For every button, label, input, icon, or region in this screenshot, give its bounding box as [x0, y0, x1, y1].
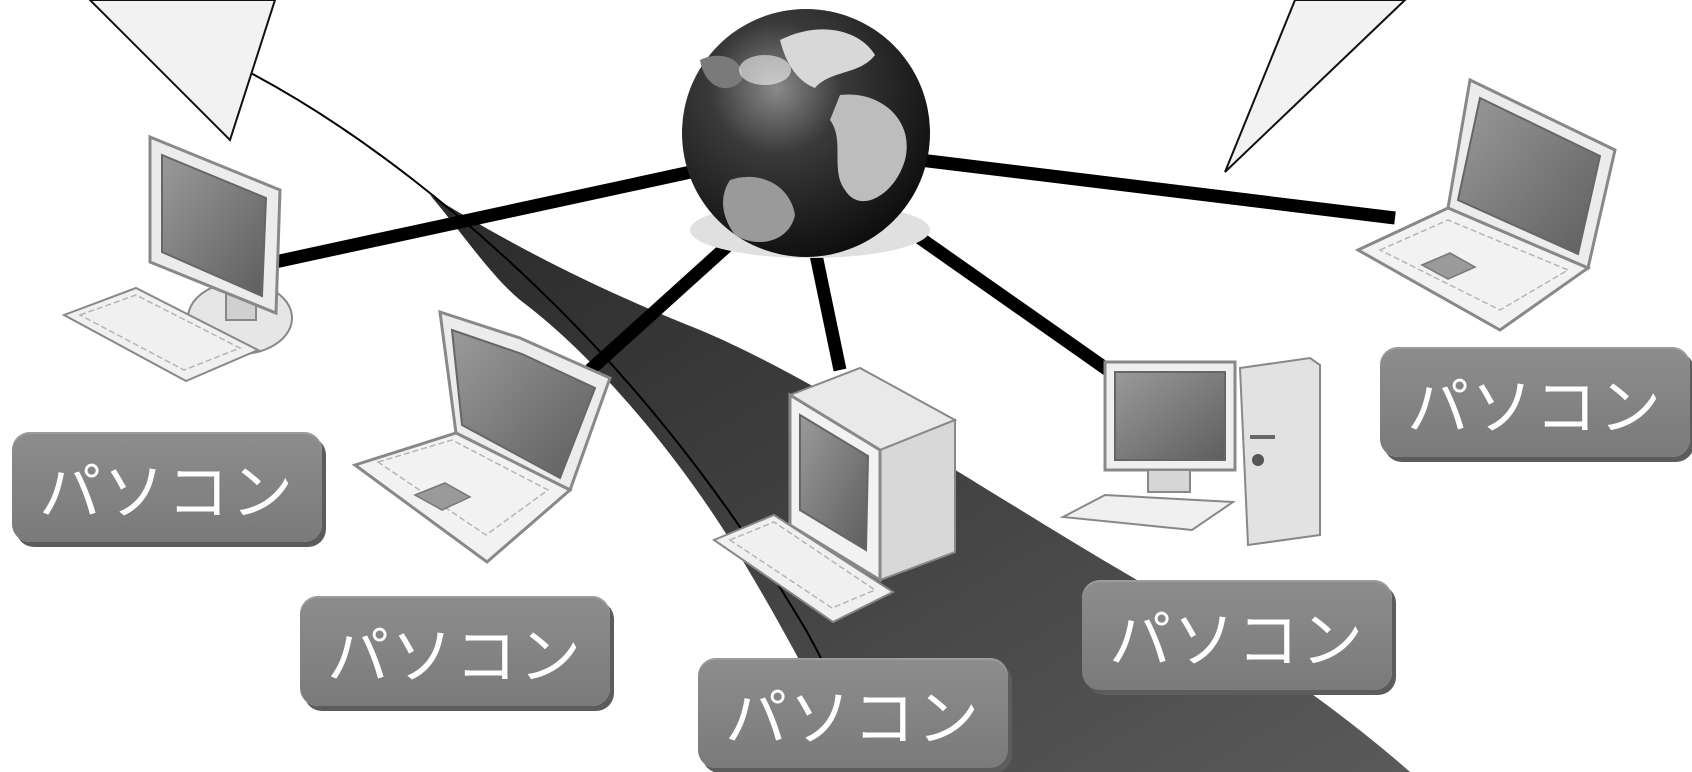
speech-bubble-left — [88, 0, 277, 142]
laptop-icon — [351, 309, 612, 564]
tower-desktop-icon — [1059, 356, 1321, 547]
globe-icon — [682, 9, 930, 258]
link-laptop-right — [919, 153, 1396, 225]
speech-bubble-right — [1224, 0, 1407, 173]
link-imac — [273, 163, 702, 269]
all-in-one-desktop-icon — [61, 134, 293, 383]
link-crt — [808, 248, 847, 372]
label-tower-pc: パソコン — [1082, 580, 1392, 690]
laptop-icon — [1354, 77, 1617, 332]
label-crt-pc: パソコン — [698, 658, 1008, 768]
label-imac-pc: パソコン — [12, 432, 322, 542]
label-laptop-left: パソコン — [300, 596, 610, 706]
link-laptop-left — [585, 225, 750, 375]
crt-desktop-icon — [711, 366, 958, 624]
label-laptop-right: パソコン — [1380, 347, 1690, 457]
